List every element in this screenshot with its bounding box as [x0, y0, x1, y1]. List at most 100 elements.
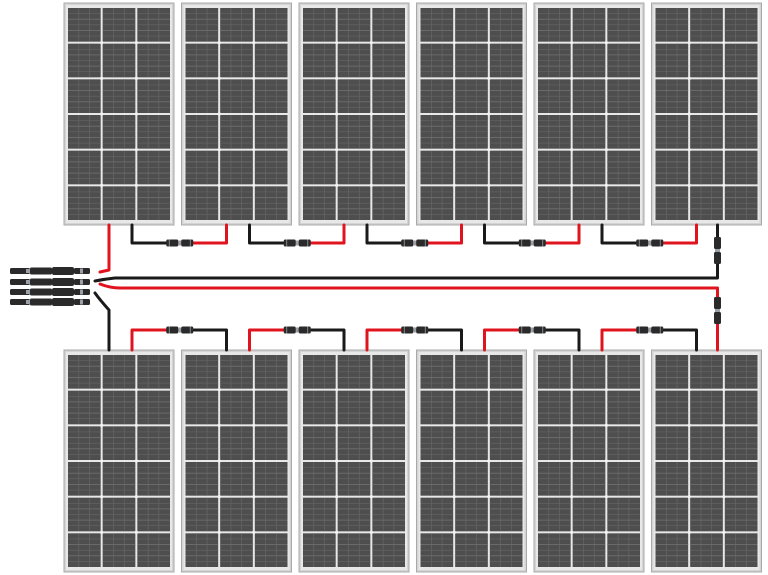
connector-joint: [530, 240, 534, 246]
connector-body: [401, 239, 414, 247]
busbar-dot: [687, 148, 691, 152]
busbar-dot: [369, 112, 373, 116]
busbar-dot: [570, 459, 574, 463]
busbar-dot: [722, 41, 726, 45]
busbar-dot: [687, 495, 691, 499]
busbar-dot: [487, 530, 491, 534]
busbar-dot: [335, 459, 339, 463]
busbar-dot: [217, 495, 221, 499]
connector-joint: [530, 327, 534, 333]
busbar-dot: [100, 183, 104, 187]
mc4-connector-icon: [714, 297, 721, 324]
mc4-connector-icon: [166, 239, 194, 247]
busbar-dot: [335, 41, 339, 45]
branch-output: [30, 278, 52, 286]
busbar-dot: [687, 112, 691, 116]
busbar-dot: [335, 388, 339, 392]
busbar-dot: [570, 495, 574, 499]
busbar-dot: [604, 530, 608, 534]
busbar-dot: [369, 423, 373, 427]
busbar-dot: [452, 423, 456, 427]
connector-body: [518, 239, 531, 247]
mc4-connector-icon: [636, 239, 664, 247]
connector-body: [651, 326, 664, 334]
busbar-dot: [687, 423, 691, 427]
busbar-dot: [217, 459, 221, 463]
solar-panel-icon: [651, 349, 762, 573]
connector-joint: [295, 240, 299, 246]
busbar-dot: [487, 423, 491, 427]
busbar-dot: [100, 148, 104, 152]
busbar-dot: [604, 423, 608, 427]
busbar-dot: [134, 530, 138, 534]
busbar-dot: [217, 388, 221, 392]
busbar-dot: [252, 423, 256, 427]
positive-jumper-wire: [295, 223, 346, 245]
connector-body: [181, 326, 194, 334]
branch-connector-icon: [10, 278, 90, 286]
branch-connector-icon: [10, 267, 90, 275]
solar-panel-icon: [181, 349, 292, 573]
negative-jumper-wire: [130, 223, 181, 245]
mc4-connector-icon: [283, 239, 311, 247]
busbar-dot: [134, 41, 138, 45]
busbar-dot: [134, 423, 138, 427]
solar-panel-icon: [651, 2, 762, 226]
connector-body: [166, 239, 179, 247]
connector-joint: [26, 269, 30, 273]
branch-connector-icon: [10, 288, 90, 296]
connector-body: [636, 326, 649, 334]
connector-body: [401, 326, 414, 334]
mc4-connector-icon: [166, 326, 194, 334]
busbar-dot: [452, 530, 456, 534]
home-run-positive: [98, 223, 111, 274]
busbar-dot: [100, 76, 104, 80]
busbar-dot: [487, 41, 491, 45]
busbar-dot: [722, 530, 726, 534]
busbar-dot: [487, 183, 491, 187]
busbar-dot: [570, 112, 574, 116]
connector-joint: [413, 327, 417, 333]
mc4-connector-icon: [636, 326, 664, 334]
solar-panel-icon: [181, 2, 292, 226]
busbar-dot: [369, 41, 373, 45]
busbar-dot: [134, 495, 138, 499]
solar-panel-icon: [298, 349, 410, 573]
busbar-dot: [570, 388, 574, 392]
busbar-dot: [369, 183, 373, 187]
busbar-dot: [487, 112, 491, 116]
mc4-connector-icon: [518, 326, 546, 334]
busbar-dot: [369, 495, 373, 499]
busbar-dot: [487, 388, 491, 392]
busbar-dot: [100, 423, 104, 427]
busbar-dot: [252, 76, 256, 80]
busbar-dot: [252, 530, 256, 534]
busbar-dot: [335, 148, 339, 152]
busbar-dot: [570, 183, 574, 187]
busbar-dot: [604, 112, 608, 116]
busbar-dot: [487, 495, 491, 499]
wires-layer: [93, 223, 719, 352]
connector-body: [533, 326, 546, 334]
mc4-connector-icon: [401, 326, 429, 334]
busbar-dot: [369, 76, 373, 80]
busbar-dot: [570, 148, 574, 152]
positive-jumper-wire: [483, 328, 534, 352]
connector-joint: [413, 240, 417, 246]
busbar-dot: [100, 495, 104, 499]
busbar-dot: [487, 76, 491, 80]
busbar-dot: [100, 388, 104, 392]
busbar-dot: [252, 112, 256, 116]
busbar-dot: [217, 112, 221, 116]
connector-body: [283, 326, 296, 334]
busbar-dot: [100, 41, 104, 45]
busbar-dot: [687, 183, 691, 187]
connector-joint: [178, 327, 182, 333]
busbar-dot: [722, 495, 726, 499]
positive-jumper-wire: [412, 223, 463, 245]
connector-body: [714, 252, 721, 264]
busbar-dot: [100, 459, 104, 463]
negative-jumper-wire: [647, 328, 698, 352]
connector-joint: [715, 309, 720, 312]
